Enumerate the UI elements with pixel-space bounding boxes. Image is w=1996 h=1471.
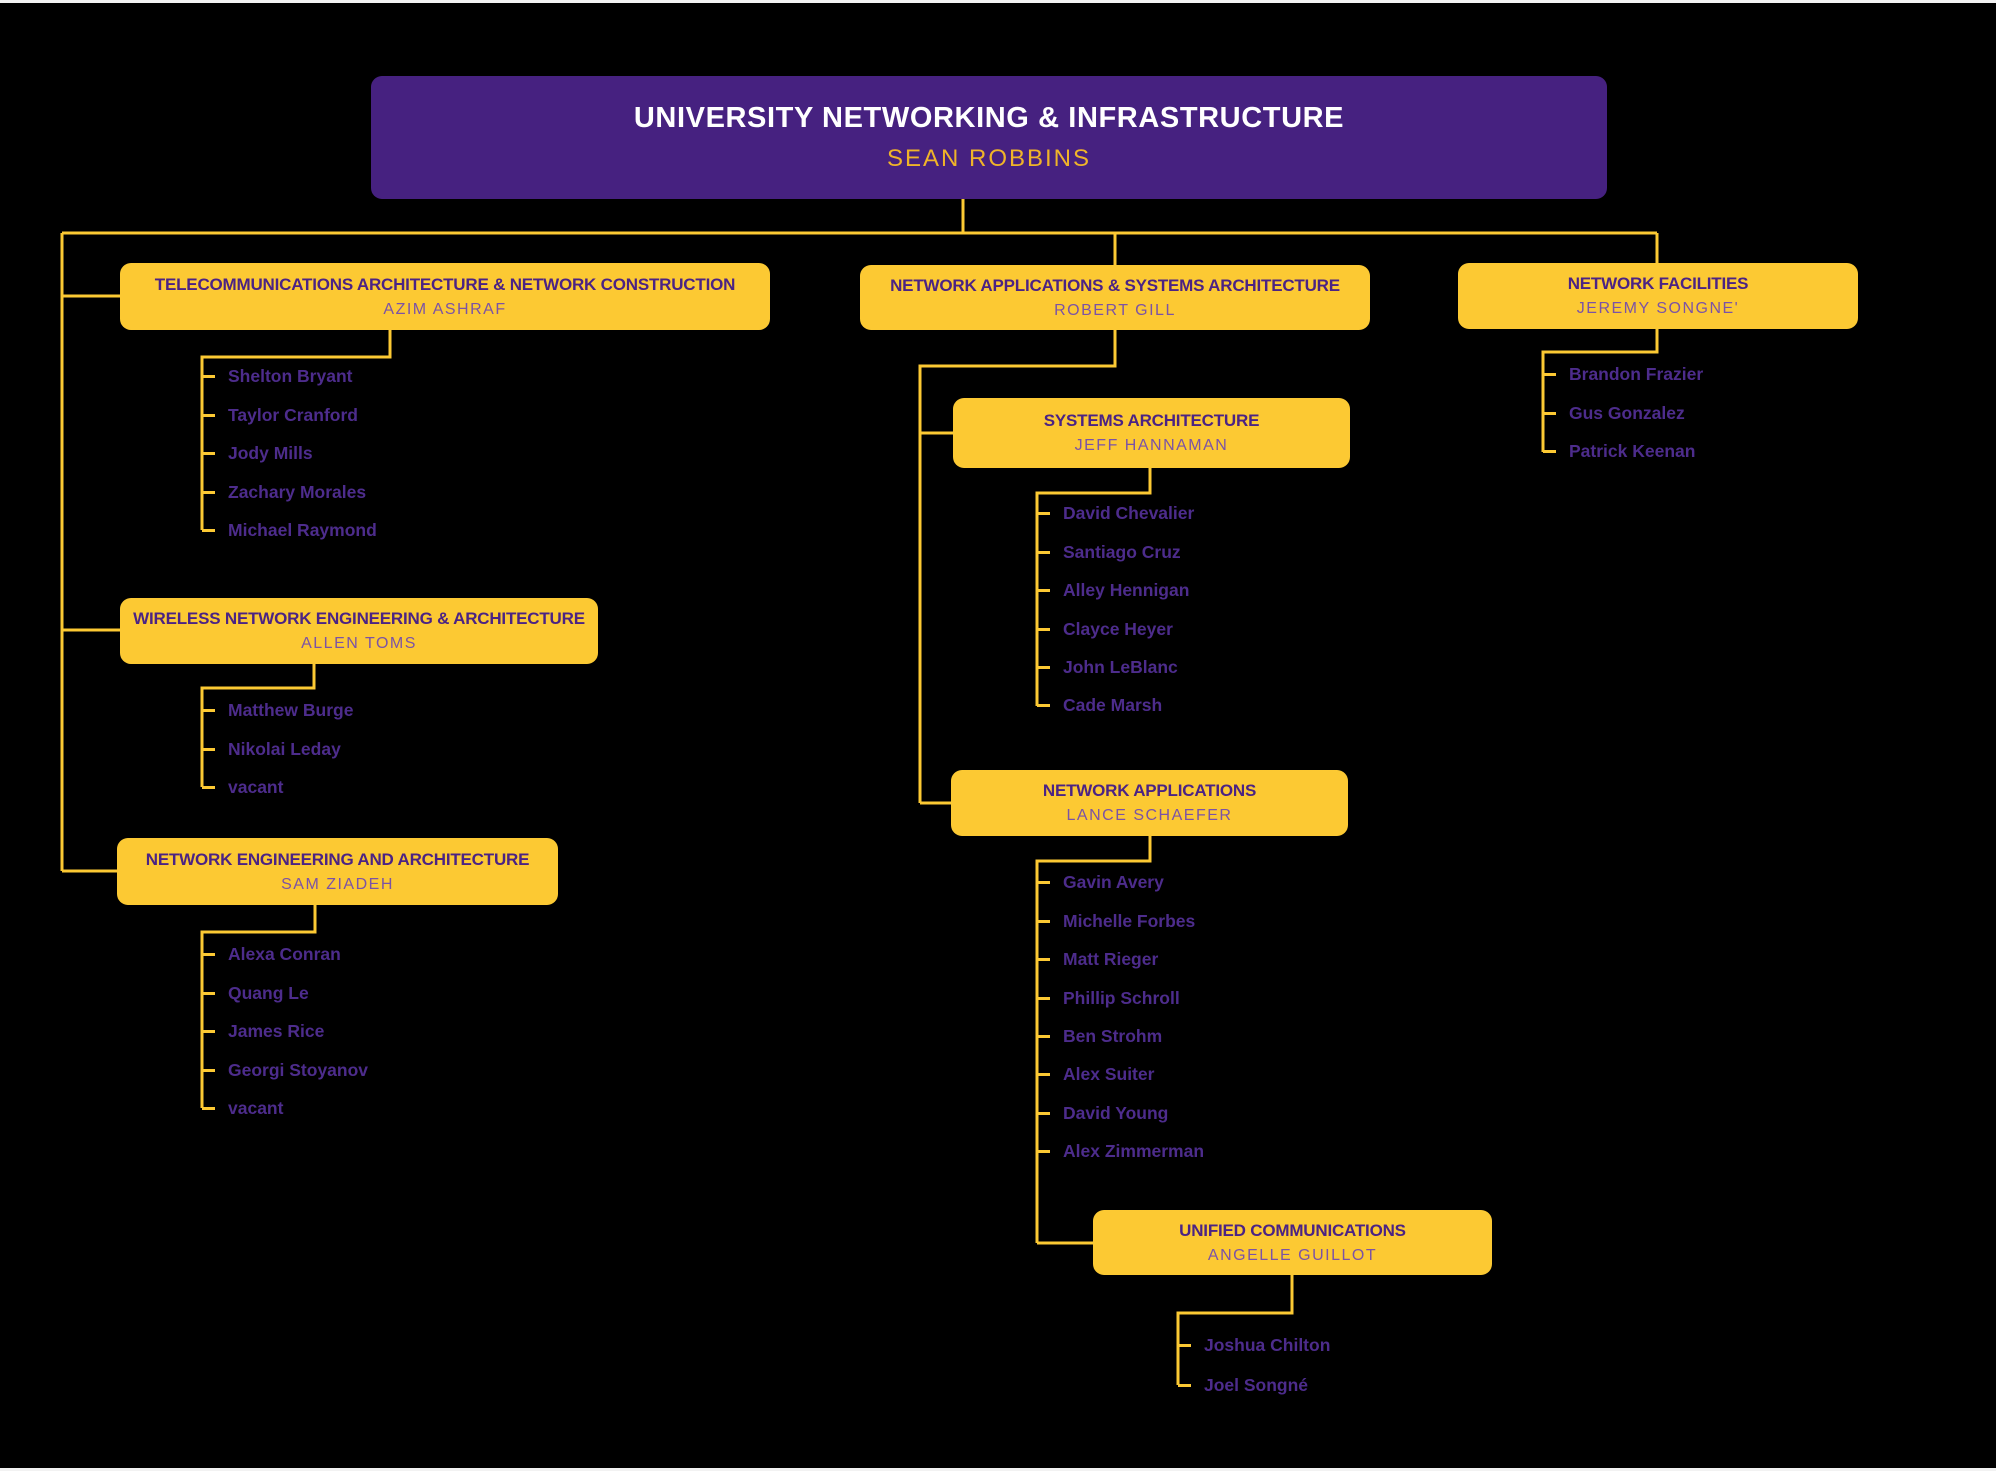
staff-member: vacant (202, 1089, 368, 1127)
staff-member: David Young (1037, 1094, 1204, 1132)
staff-list-sysarch: David Chevalier Santiago Cruz Alley Henn… (1037, 495, 1194, 725)
staff-member: Clayce Heyer (1037, 610, 1194, 648)
root-box: UNIVERSITY NETWORKING & INFRASTRUCTURE S… (371, 76, 1607, 199)
staff-member: Shelton Bryant (202, 358, 377, 396)
connector-telecom-staff (200, 330, 392, 530)
staff-member: James Rice (202, 1013, 368, 1051)
connector-wireless-staff (200, 664, 316, 787)
root-title: UNIVERSITY NETWORKING & INFRASTRUCTURE (633, 102, 1345, 134)
staff-member: Nikolai Leday (202, 730, 353, 768)
staff-member: Quang Le (202, 974, 368, 1012)
staff-member: John LeBlanc (1037, 648, 1194, 686)
dept-manager-name: JEFF HANNAMAN (1074, 437, 1229, 454)
staff-member: Alex Zimmerman (1037, 1133, 1204, 1171)
dept-box-wireless: WIRELESS NETWORK ENGINEERING & ARCHITECT… (120, 598, 598, 664)
connector-netapps-staff (1035, 836, 1152, 1243)
dept-title: WIRELESS NETWORK ENGINEERING & ARCHITECT… (133, 609, 585, 628)
dept-title: TELECOMMUNICATIONS ARCHITECTURE & NETWOR… (154, 274, 736, 294)
dept-manager-name: AZIM ASHRAF (383, 300, 507, 318)
dept-title: NETWORK ENGINEERING AND ARCHITECTURE (145, 849, 530, 869)
dept-manager-name: ANGELLE GUILLOT (1207, 1246, 1378, 1264)
connector-sysarch-staff (1035, 468, 1152, 706)
dept-title: NETWORK APPLICATIONS (1042, 781, 1257, 800)
staff-list-telecom: Shelton Bryant Taylor Cranford Jody Mill… (202, 358, 377, 550)
staff-member: Brandon Frazier (1543, 356, 1703, 394)
staff-member: Cade Marsh (1037, 687, 1194, 725)
dept-title: SYSTEMS ARCHITECTURE (1043, 411, 1260, 430)
staff-member: Michael Raymond (202, 511, 377, 549)
staff-member: Alley Hennigan (1037, 572, 1194, 610)
staff-member: vacant (202, 769, 353, 807)
staff-member: Matthew Burge (202, 692, 353, 730)
dept-manager-name: LANCE SCHAEFER (1066, 807, 1233, 824)
dept-title: NETWORK FACILITIES (1567, 274, 1749, 293)
dept-box-facilities: NETWORK FACILITIES JEREMY SONGNE' (1458, 263, 1858, 329)
staff-member: Joel Songné (1178, 1365, 1330, 1405)
staff-member: Taylor Cranford (202, 396, 377, 434)
top-border-line (0, 0, 1996, 3)
staff-member: Matt Rieger (1037, 941, 1204, 979)
dept-manager-name: SAM ZIADEH (281, 875, 394, 893)
dept-box-netapps: NETWORK APPLICATIONS LANCE SCHAEFER (951, 770, 1348, 836)
staff-member: Gavin Avery (1037, 864, 1204, 902)
staff-member: Phillip Schroll (1037, 979, 1204, 1017)
dept-box-neteng: NETWORK ENGINEERING AND ARCHITECTURE SAM… (117, 838, 558, 905)
staff-member: Alex Suiter (1037, 1056, 1204, 1094)
staff-list-netapps: Gavin Avery Michelle Forbes Matt Rieger … (1037, 864, 1204, 1171)
dept-manager-name: ALLEN TOMS (301, 635, 417, 652)
staff-list-neteng: Alexa Conran Quang Le James Rice Georgi … (202, 936, 368, 1128)
staff-member: Joshua Chilton (1178, 1325, 1330, 1365)
staff-member: Gus Gonzalez (1543, 394, 1703, 432)
bottom-border-line (0, 1468, 1996, 1471)
connector-facilities-staff (1541, 329, 1659, 452)
dept-manager-name: ROBERT GILL (1054, 301, 1176, 319)
staff-list-wireless: Matthew Burge Nikolai Leday vacant (202, 692, 353, 807)
dept-manager-name: JEREMY SONGNE' (1576, 300, 1740, 317)
staff-member: Georgi Stoyanov (202, 1051, 368, 1089)
connector-neteng-staff (200, 905, 317, 1108)
staff-member: Alexa Conran (202, 936, 368, 974)
staff-list-unified: Joshua Chilton Joel Songné (1178, 1325, 1330, 1405)
staff-member: David Chevalier (1037, 495, 1194, 533)
dept-box-sysarch: SYSTEMS ARCHITECTURE JEFF HANNAMAN (953, 398, 1350, 468)
dept-box-nasa: NETWORK APPLICATIONS & SYSTEMS ARCHITECT… (860, 265, 1370, 330)
dept-box-unified: UNIFIED COMMUNICATIONS ANGELLE GUILLOT (1093, 1210, 1492, 1275)
staff-member: Michelle Forbes (1037, 902, 1204, 940)
connector-nasa-spine (918, 330, 1117, 803)
staff-member: Patrick Keenan (1543, 433, 1703, 471)
connector-unified-staff (1176, 1275, 1294, 1385)
staff-member: Zachary Morales (202, 473, 377, 511)
staff-member: Santiago Cruz (1037, 533, 1194, 571)
root-manager-name: SEAN ROBBINS (886, 145, 1092, 172)
staff-member: Ben Strohm (1037, 1017, 1204, 1055)
staff-member: Jody Mills (202, 435, 377, 473)
dept-box-telecom: TELECOMMUNICATIONS ARCHITECTURE & NETWOR… (120, 263, 770, 330)
staff-list-facilities: Brandon Frazier Gus Gonzalez Patrick Kee… (1543, 356, 1703, 471)
dept-title: NETWORK APPLICATIONS & SYSTEMS ARCHITECT… (890, 275, 1340, 295)
dept-title: UNIFIED COMMUNICATIONS (1179, 1220, 1406, 1240)
